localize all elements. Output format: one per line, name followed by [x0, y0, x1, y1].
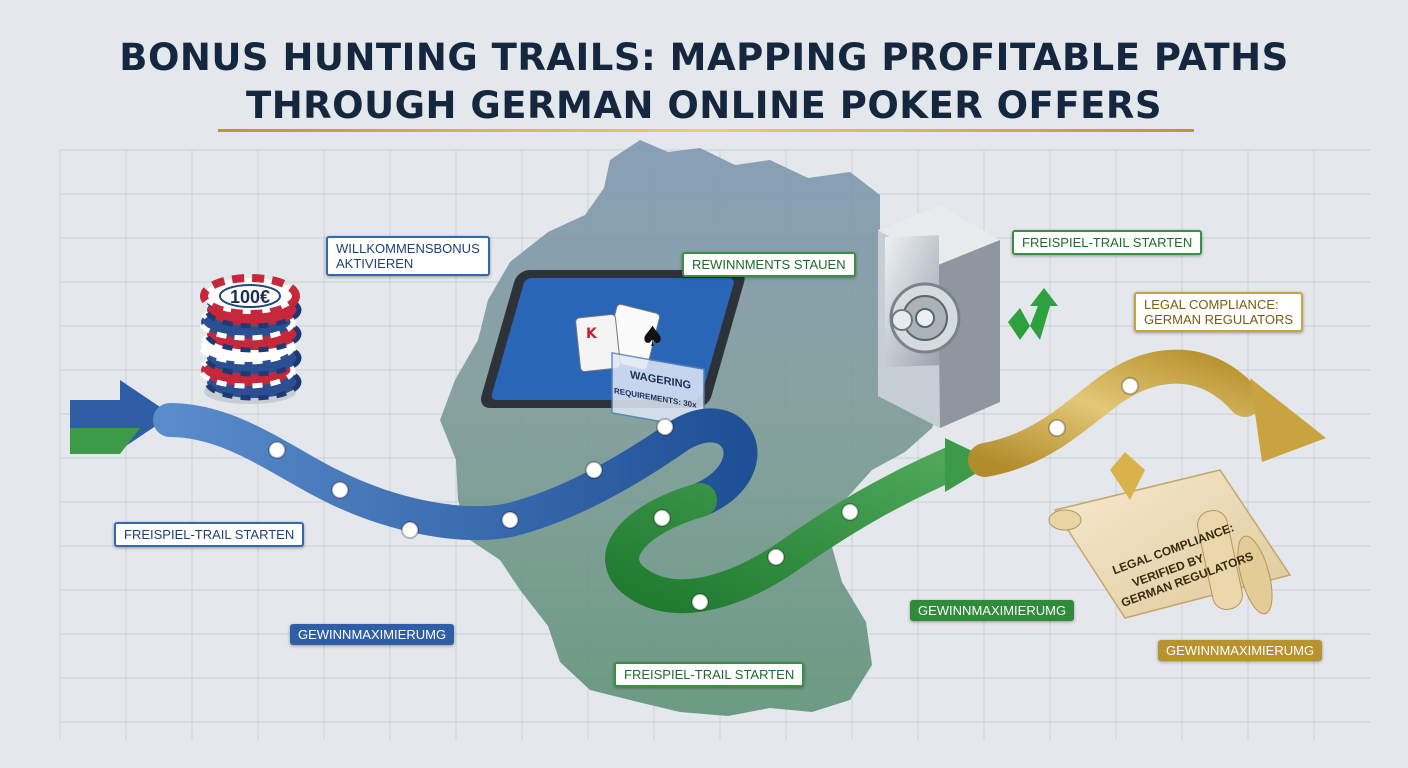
tablet-device: ♠ K WAGERING REQUIREMENTS: 30x — [480, 270, 745, 431]
waypoint-dot — [691, 593, 709, 611]
chip-label: 100€ — [230, 287, 270, 307]
waypoint-dot — [656, 418, 674, 436]
title-line-2: THROUGH GERMAN ONLINE POKER OFFERS — [245, 84, 1163, 127]
label-freispiel-bottom: FREISPIEL-TRAIL STARTEN — [614, 662, 805, 687]
poker-chip-stack: 100€ — [198, 274, 302, 404]
waypoint-dot — [585, 461, 603, 479]
label-gewinn-gold: GEWINNMAXIMIERUMG — [1158, 640, 1323, 661]
title-line-1: BONUS HUNTING TRAILS: MAPPING PROFITABLE… — [119, 36, 1289, 79]
label-gewinn-green: GEWINNMAXIMIERUMG — [910, 600, 1075, 621]
legal-scroll: LEGAL COMPLIANCE: VERIFIED BY GERMAN REG… — [1048, 452, 1292, 619]
waypoint-dot — [767, 548, 785, 566]
green-up-arrow-icon — [1008, 288, 1058, 340]
label-willkommensbonus: WILLKOMMENSBONUS AKTIVIEREN — [326, 236, 490, 276]
start-arrow — [70, 380, 172, 454]
label-rewinnments: REWINNMENTS STAUEN — [682, 252, 856, 277]
card-letter: K — [586, 326, 598, 342]
green-trail — [605, 445, 972, 614]
spade-icon: ♠ — [640, 320, 665, 353]
trail-waypoints — [268, 377, 1139, 611]
label-legal-compliance: LEGAL COMPLIANCE: GERMAN REGULATORS — [1134, 292, 1304, 332]
gold-trail — [968, 349, 1262, 477]
gold-trail-arrowhead — [1250, 378, 1326, 462]
waypoint-dot — [653, 509, 671, 527]
label-legal-line-1: LEGAL COMPLIANCE: — [1144, 297, 1279, 312]
label-gewinn-blue: GEWINNMAXIMIERUMG — [290, 624, 455, 645]
waypoint-dot — [841, 503, 859, 521]
card-king — [575, 313, 621, 373]
label-legal-line-2: GERMAN REGULATORS — [1144, 312, 1294, 327]
waypoint-dot — [268, 441, 286, 459]
label-willkommensbonus-line-1: WILLKOMMENSBONUS — [336, 241, 480, 256]
waypoint-dot — [401, 521, 419, 539]
waypoint-dot — [1121, 377, 1139, 395]
waypoint-dot — [331, 481, 349, 499]
title-underline — [218, 129, 1194, 132]
label-willkommensbonus-line-2: AKTIVIEREN — [336, 256, 414, 271]
waypoint-dot — [501, 511, 519, 529]
waypoint-dot — [1048, 419, 1066, 437]
safe-vault — [878, 205, 1000, 428]
wagering-overlay — [611, 352, 705, 431]
label-freispiel-left: FREISPIEL-TRAIL STARTEN — [114, 522, 305, 547]
label-freispiel-top: FREISPIEL-TRAIL STARTEN — [1012, 230, 1203, 255]
